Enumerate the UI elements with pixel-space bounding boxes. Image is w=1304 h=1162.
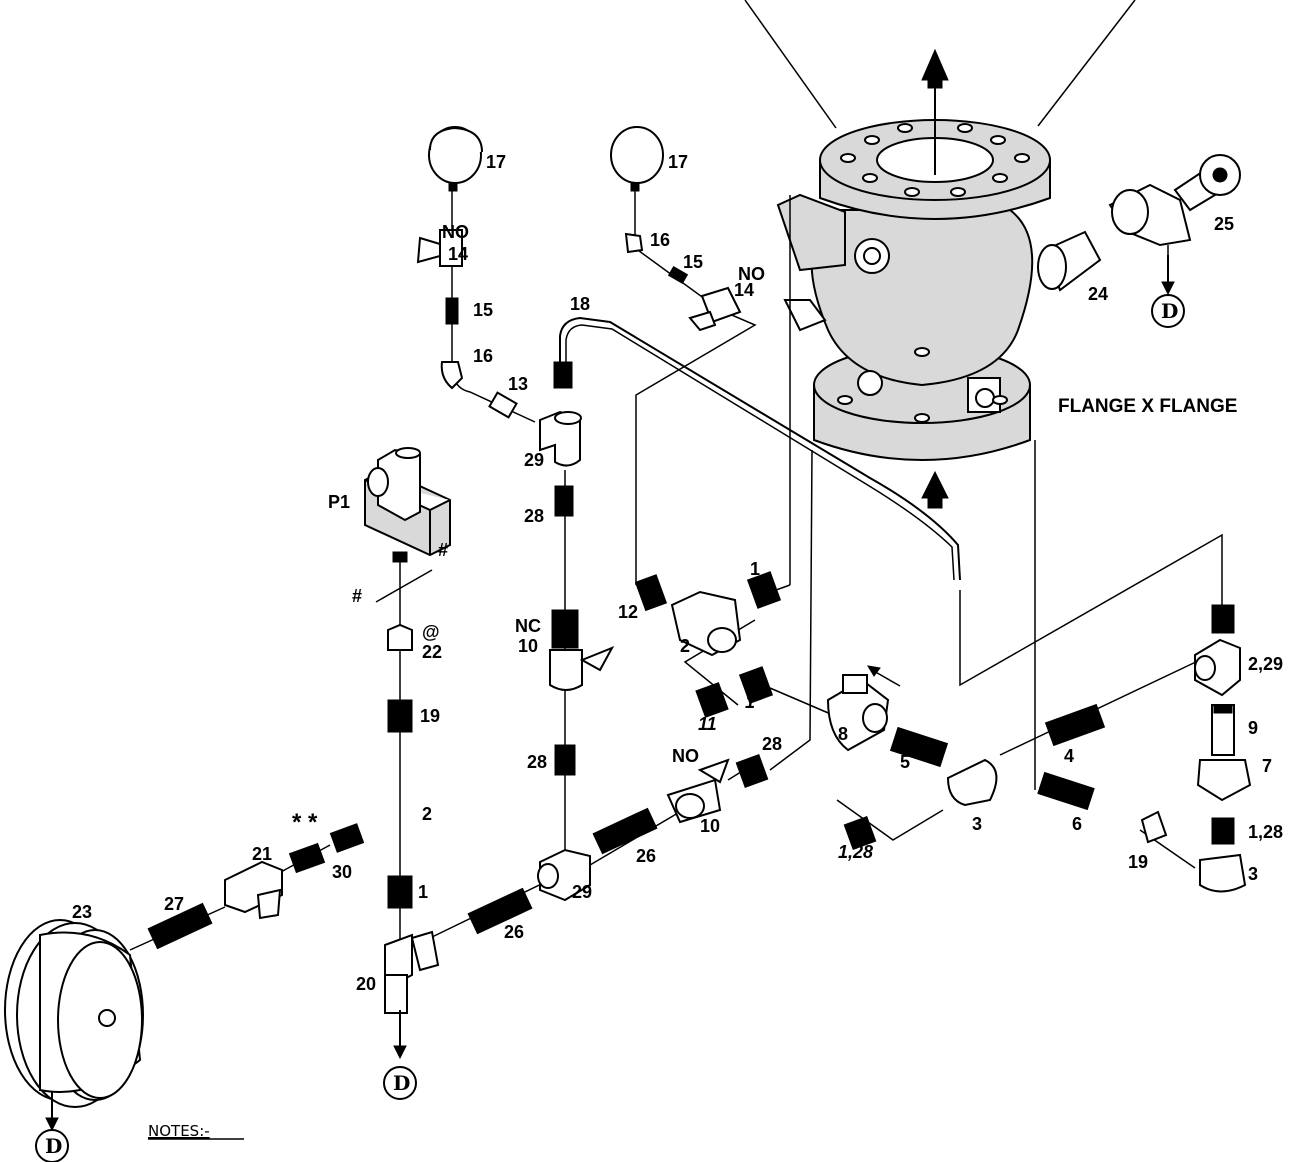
nipple-4 [1044, 703, 1106, 747]
label-19: 19 [420, 706, 440, 726]
label-21: 21 [252, 844, 272, 864]
label-2: 2 [680, 636, 690, 656]
label-3: 3 [1248, 864, 1258, 884]
label-29: 29 [572, 882, 592, 902]
fittings-22-19 [387, 623, 413, 733]
label-23: 23 [72, 902, 92, 922]
check-valve-8 [826, 665, 901, 752]
label-29: 29 [524, 450, 544, 470]
label-16: 16 [473, 346, 493, 366]
label-14: 14 [448, 244, 468, 264]
label-16: 16 [650, 230, 670, 250]
label-10: 10 [700, 816, 720, 836]
label-26: 26 [636, 846, 656, 866]
label-1-28: 1,28 [838, 842, 873, 862]
label-17: 17 [668, 152, 688, 172]
label-30: 30 [332, 862, 352, 882]
label-2-29: 2,29 [1248, 654, 1283, 674]
part-labels: FLANGE X FLANGE 17 17 NO 14 15 16 13 16 … [45, 152, 1283, 1158]
label-25: 25 [1214, 214, 1234, 234]
label-6: 6 [1072, 814, 1082, 834]
main-valve [744, 0, 1136, 509]
label-11: 11 [698, 714, 717, 734]
notes-heading: NOTES:- [148, 1122, 210, 1140]
pressure-gauge-17-center [610, 126, 664, 192]
label-no: NO [738, 264, 765, 284]
label-8: 8 [838, 724, 848, 744]
tee-29-top [539, 361, 582, 517]
label-no: NO [442, 222, 469, 242]
label-9: 9 [1248, 718, 1258, 738]
label-nc: NC [515, 616, 541, 636]
label-26: 26 [504, 922, 524, 942]
ball-valve-14-left [416, 229, 463, 267]
label-at: @ [422, 622, 440, 642]
label-14: 14 [734, 280, 754, 300]
label-hash: # [438, 540, 448, 560]
label-1-28: 1,28 [1248, 822, 1283, 842]
label-12: 12 [618, 602, 638, 622]
label-20: 20 [356, 974, 376, 994]
ball-valve-14-center [688, 286, 742, 332]
label-1: 1 [418, 882, 428, 902]
plug-19 [1140, 810, 1168, 844]
label-27: 27 [164, 894, 184, 914]
label-28: 28 [524, 506, 544, 526]
nipple-28 [554, 744, 576, 776]
label-4: 4 [1064, 746, 1074, 766]
label-1: 1 [745, 692, 755, 712]
label-2: 2 [422, 804, 432, 824]
heading-flange-x-flange: FLANGE X FLANGE [1058, 396, 1237, 417]
label-18: 18 [570, 294, 590, 314]
label-17: 17 [486, 152, 506, 172]
label-1: 1 [750, 559, 760, 579]
drain-indicators [35, 255, 1185, 1162]
label-28: 28 [527, 752, 547, 772]
label-19: 19 [1128, 852, 1148, 872]
nipple-6 [1037, 771, 1095, 811]
label-15: 15 [683, 252, 703, 272]
label-15: 15 [473, 300, 493, 320]
label-hash: # [352, 586, 362, 606]
small-fittings [440, 232, 689, 419]
label-drain-d: D [393, 1071, 410, 1095]
drain-valve-24-25 [1037, 154, 1241, 292]
label-13: 13 [508, 374, 528, 394]
label-3: 3 [972, 814, 982, 834]
tee-2-center [634, 571, 782, 718]
label-drain-d: D [45, 1134, 62, 1158]
label-24: 24 [1088, 284, 1108, 304]
label-drain-d: D [1161, 299, 1178, 323]
label-double-asterisk: * * [292, 809, 318, 836]
label-10: 10 [518, 636, 538, 656]
label-22: 22 [422, 642, 442, 662]
tee-2-29-right [1194, 604, 1252, 893]
lower-left-trim [4, 447, 769, 1108]
ball-valve-10-nc [549, 609, 615, 691]
label-28: 28 [762, 734, 782, 754]
pressure-gauge-17-left [428, 126, 483, 192]
label-p1: P1 [328, 492, 350, 512]
label-5: 5 [900, 752, 910, 772]
label-7: 7 [1262, 756, 1272, 776]
label-no: NO [672, 746, 699, 766]
piping-lines [129, 190, 1223, 1050]
nipple-5-elbow-3 [843, 726, 998, 850]
